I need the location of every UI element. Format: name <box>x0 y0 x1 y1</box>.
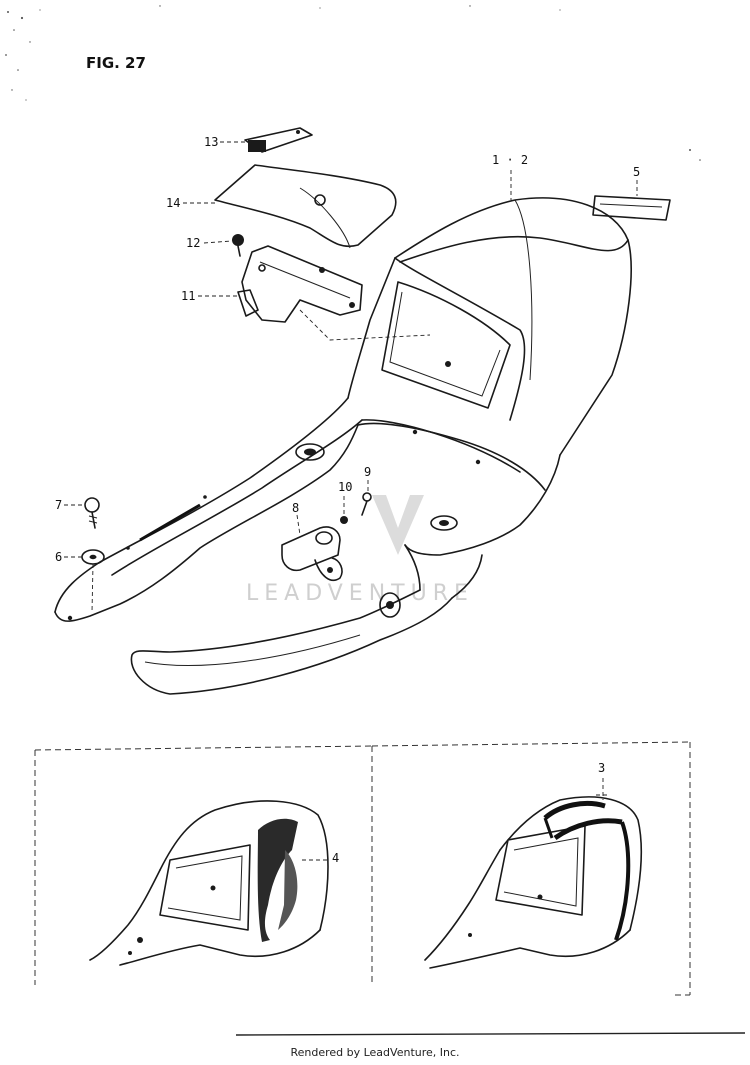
part-8-seat-lock <box>281 526 343 582</box>
footer-credit: Rendered by LeadVenture, Inc. <box>290 1046 460 1059</box>
callout-10: 10 <box>338 480 352 494</box>
inset-panel-left <box>34 745 373 985</box>
part-7-bolt <box>84 497 100 529</box>
callout-6: 6 <box>55 550 62 564</box>
callout-3: 3 <box>598 761 605 775</box>
watermark-text: LEADVENTURE <box>246 581 474 606</box>
part-11-lock-bracket <box>237 245 431 341</box>
part-12-bolt <box>232 234 244 257</box>
leader-lines <box>64 141 638 558</box>
part-14-cover <box>214 164 397 249</box>
callout-11: 11 <box>181 289 195 303</box>
callout-7: 7 <box>55 498 62 512</box>
scan-noise <box>5 5 701 161</box>
callout-labels: 13 14 12 11 1 · 2 5 7 6 10 9 8 4 3 <box>55 135 640 865</box>
callout-4: 4 <box>332 851 339 865</box>
figure-title: FIG. 27 <box>86 54 146 72</box>
footer-divider <box>235 1032 746 1036</box>
watermark: LEADVENTURE <box>246 495 474 606</box>
part-9-bolt <box>361 492 372 516</box>
callout-12: 12 <box>186 236 200 250</box>
part-13-strip <box>244 127 313 153</box>
part-5-label-decal <box>592 195 671 221</box>
inset-panel-right <box>371 741 691 996</box>
callout-8: 8 <box>292 501 299 515</box>
callout-5: 5 <box>633 165 640 179</box>
callout-1-2: 1 · 2 <box>492 153 528 167</box>
part-6-washer <box>81 549 105 613</box>
callout-9: 9 <box>364 465 371 479</box>
seat-tail-cowl <box>54 197 632 695</box>
callout-14: 14 <box>166 196 180 210</box>
callout-13: 13 <box>204 135 218 149</box>
part-10-nut <box>340 516 348 524</box>
